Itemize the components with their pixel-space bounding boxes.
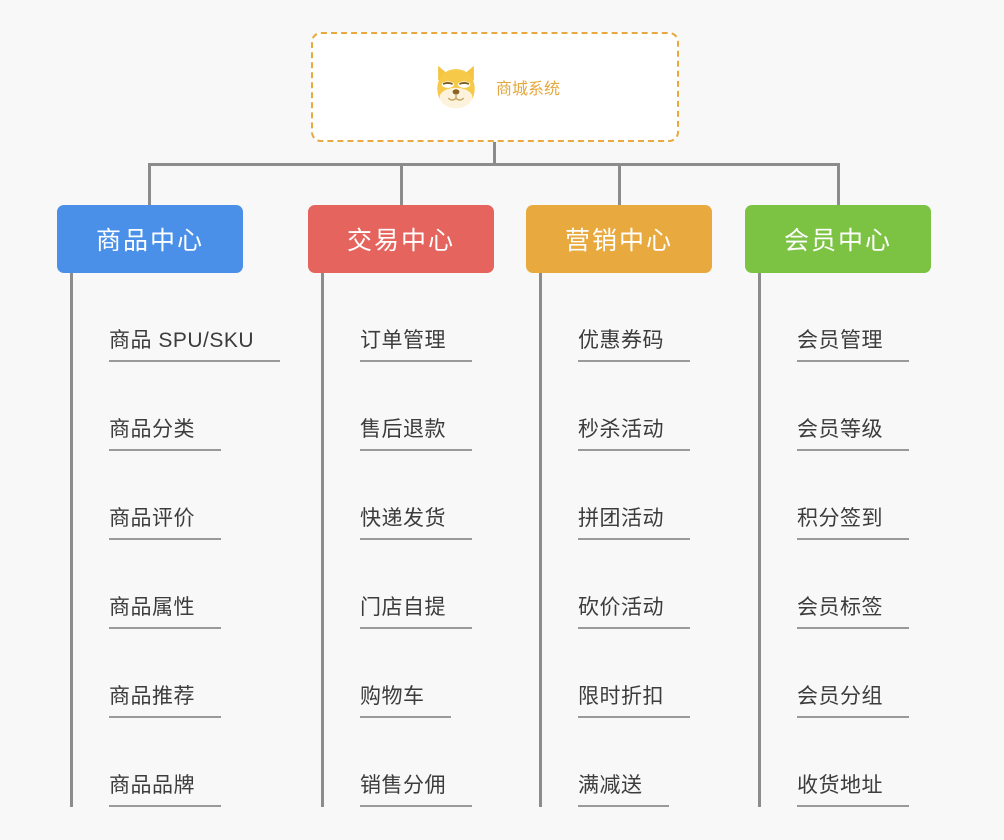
leaf-label: 砍价活动: [578, 595, 690, 629]
leaf-label: 会员分组: [797, 684, 909, 718]
leaf-label: 商品评价: [109, 506, 221, 540]
leaf-label: 门店自提: [360, 595, 472, 629]
leaf-label: 优惠券码: [578, 328, 690, 362]
leaf-label: 购物车: [360, 684, 451, 718]
category-label: 会员中心: [783, 227, 892, 255]
leaf-label: 商品品牌: [109, 773, 221, 807]
leaf-label: 秒杀活动: [578, 417, 690, 451]
leaf-label: 收货地址: [797, 773, 909, 807]
list-item[interactable]: 限时折扣: [542, 629, 759, 718]
leaf-label: 商品 SPU/SKU: [109, 328, 281, 362]
leaf-label: 限时折扣: [578, 684, 690, 718]
root-title: 商城系统: [495, 81, 560, 98]
connector-drop-2: [400, 163, 403, 205]
list-item[interactable]: 订单管理: [324, 273, 541, 362]
list-item[interactable]: 拼团活动: [542, 451, 759, 540]
list-item[interactable]: 商品分类: [73, 362, 290, 451]
root-node[interactable]: 商城系统: [311, 32, 679, 142]
leaf-label: 商品分类: [109, 417, 221, 451]
leaf-label: 商品推荐: [109, 684, 221, 718]
leaf-label: 订单管理: [360, 328, 472, 362]
list-item[interactable]: 会员等级: [761, 362, 978, 451]
list-item[interactable]: 商品 SPU/SKU: [73, 273, 290, 362]
list-item[interactable]: 会员管理: [761, 273, 978, 362]
list-item[interactable]: 优惠券码: [542, 273, 759, 362]
leaf-label: 销售分佣: [360, 773, 472, 807]
category-box-member[interactable]: 会员中心: [745, 205, 931, 273]
connector-drop-4: [837, 163, 840, 205]
leaf-column-trade: 订单管理 售后退款 快递发货 门店自提 购物车 销售分佣: [321, 273, 541, 807]
list-item[interactable]: 砍价活动: [542, 540, 759, 629]
list-item[interactable]: 积分签到: [761, 451, 978, 540]
leaf-column-product: 商品 SPU/SKU 商品分类 商品评价 商品属性 商品推荐 商品品牌: [70, 273, 290, 807]
leaf-label: 售后退款: [360, 417, 472, 451]
list-item[interactable]: 售后退款: [324, 362, 541, 451]
list-item[interactable]: 会员标签: [761, 540, 978, 629]
leaf-label: 满减送: [578, 773, 669, 807]
list-item[interactable]: 门店自提: [324, 540, 541, 629]
list-item[interactable]: 快递发货: [324, 451, 541, 540]
list-item[interactable]: 商品评价: [73, 451, 290, 540]
list-item[interactable]: 满减送: [542, 718, 759, 807]
connector-horizontal-bus: [148, 163, 840, 166]
leaf-label: 会员等级: [797, 417, 909, 451]
leaf-label: 快递发货: [360, 506, 472, 540]
category-label: 营销中心: [564, 227, 673, 255]
connector-drop-3: [618, 163, 621, 205]
category-box-product[interactable]: 商品中心: [57, 205, 243, 273]
category-label: 商品中心: [95, 227, 204, 255]
shiba-dog-icon: [437, 65, 475, 109]
list-item[interactable]: 销售分佣: [324, 718, 541, 807]
list-item[interactable]: 商品品牌: [73, 718, 290, 807]
list-item[interactable]: 购物车: [324, 629, 541, 718]
category-label: 交易中心: [346, 227, 455, 255]
leaf-label: 拼团活动: [578, 506, 690, 540]
leaf-label: 积分签到: [797, 506, 909, 540]
category-box-marketing[interactable]: 营销中心: [526, 205, 712, 273]
category-box-trade[interactable]: 交易中心: [308, 205, 494, 273]
connector-drop-1: [148, 163, 151, 205]
connector-root-stem: [493, 142, 496, 164]
leaf-column-marketing: 优惠券码 秒杀活动 拼团活动 砍价活动 限时折扣 满减送: [539, 273, 759, 807]
leaf-label: 会员标签: [797, 595, 909, 629]
list-item[interactable]: 秒杀活动: [542, 362, 759, 451]
list-item[interactable]: 商品属性: [73, 540, 290, 629]
list-item[interactable]: 会员分组: [761, 629, 978, 718]
leaf-label: 会员管理: [797, 328, 909, 362]
leaf-column-member: 会员管理 会员等级 积分签到 会员标签 会员分组 收货地址: [758, 273, 978, 807]
list-item[interactable]: 商品推荐: [73, 629, 290, 718]
leaf-label: 商品属性: [109, 595, 221, 629]
list-item[interactable]: 收货地址: [761, 718, 978, 807]
